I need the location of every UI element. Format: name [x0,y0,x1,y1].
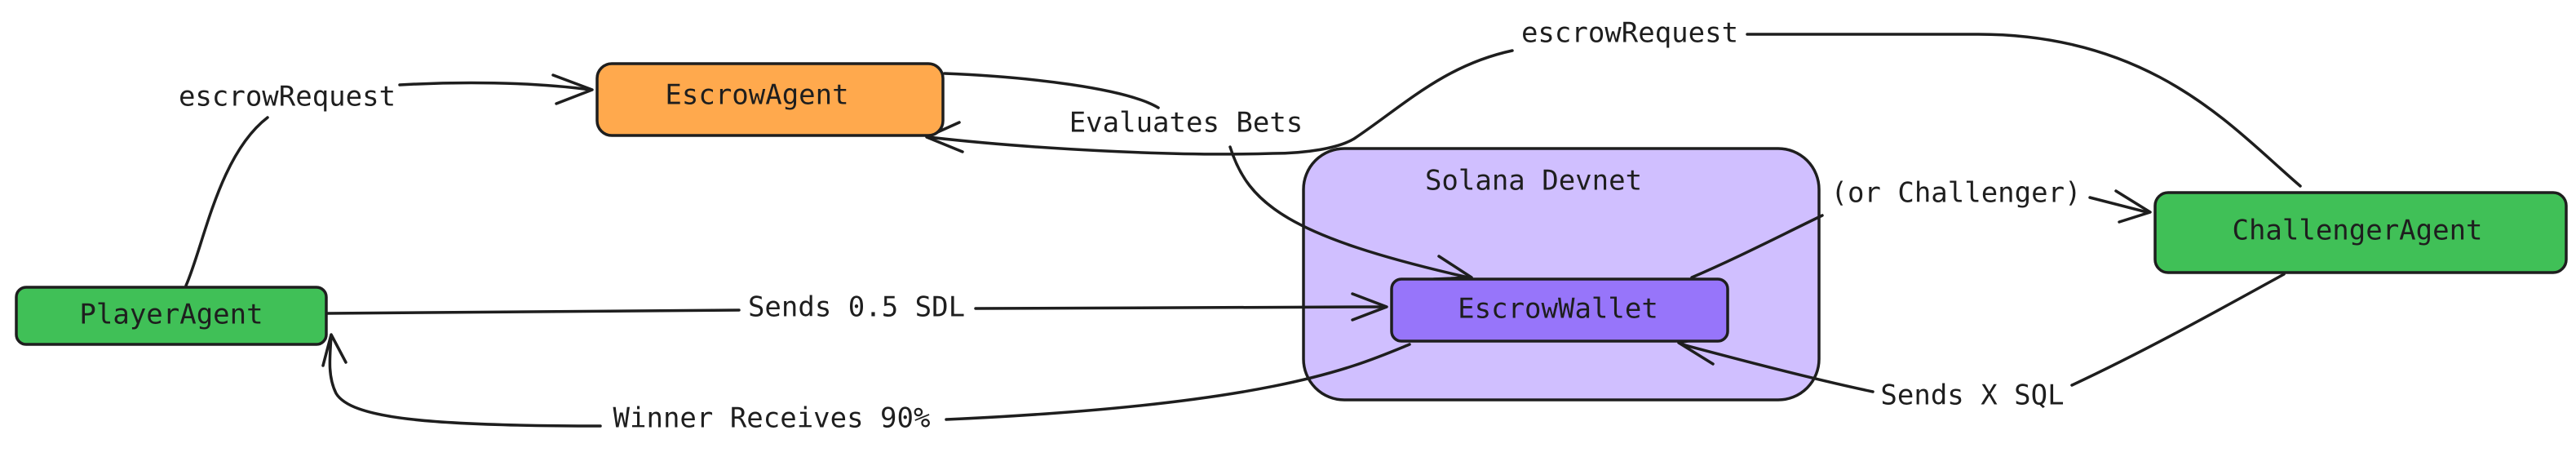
arrowhead-escrow-agent-in [551,73,594,105]
edges [184,33,2302,428]
escrow-wallet-label: EscrowWallet [1458,293,1658,326]
player-agent-box [15,286,328,346]
edge-player-to-wallet [325,305,1385,315]
arrowhead-challenger-in [2114,189,2152,224]
challenger-agent-box [2153,191,2568,274]
edge-label-sends-x-sql: Sends X SQL [1880,379,2064,412]
solana-devnet-label: Solana Devnet [1425,165,1642,197]
edge-label-evaluates-bets: Evaluates Bets [1069,107,1303,140]
edge-labels: escrowRequest escrowRequest Evaluates Be… [179,17,2082,435]
edge-label-escrow-request-player: escrowRequest [179,81,396,113]
arrowhead-wallet-from-player [1351,292,1388,322]
edge-label-winner-receives: Winner Receives 90% [613,402,931,435]
escrow-agent-box [595,62,945,137]
edge-label-escrow-request-challenger: escrowRequest [1521,17,1738,50]
nodes: PlayerAgent EscrowAgent EscrowWallet Cha… [15,62,2568,346]
edge-challenger-to-escrow-agent [927,33,2302,188]
node-escrow-wallet: EscrowWallet [1390,277,1729,343]
edge-wallet-to-player [328,335,1411,428]
escrow-agent-label: EscrowAgent [665,79,848,112]
node-challenger-agent: ChallengerAgent [2153,191,2568,274]
challenger-agent-label: ChallengerAgent [2232,215,2482,247]
edge-wallet-to-challenger [1690,196,2149,279]
node-escrow-agent: EscrowAgent [595,62,945,137]
escrow-wallet-box [1390,277,1729,343]
edge-label-sends-sdl: Sends 0.5 SDL [748,291,965,324]
edge-challenger-to-wallet [1680,273,2286,393]
arrowhead-player-from-wallet [321,333,347,367]
edge-label-or-challenger: (or Challenger) [1830,177,2081,210]
edge-escrow-agent-to-wallet [943,72,1470,279]
arrowhead-escrow-agent-back [925,121,964,153]
edge-player-to-escrow-agent [184,81,592,287]
player-agent-label: PlayerAgent [79,299,263,331]
solana-devnet-group: Solana Devnet [1302,147,1821,402]
node-player-agent: PlayerAgent [15,286,328,346]
